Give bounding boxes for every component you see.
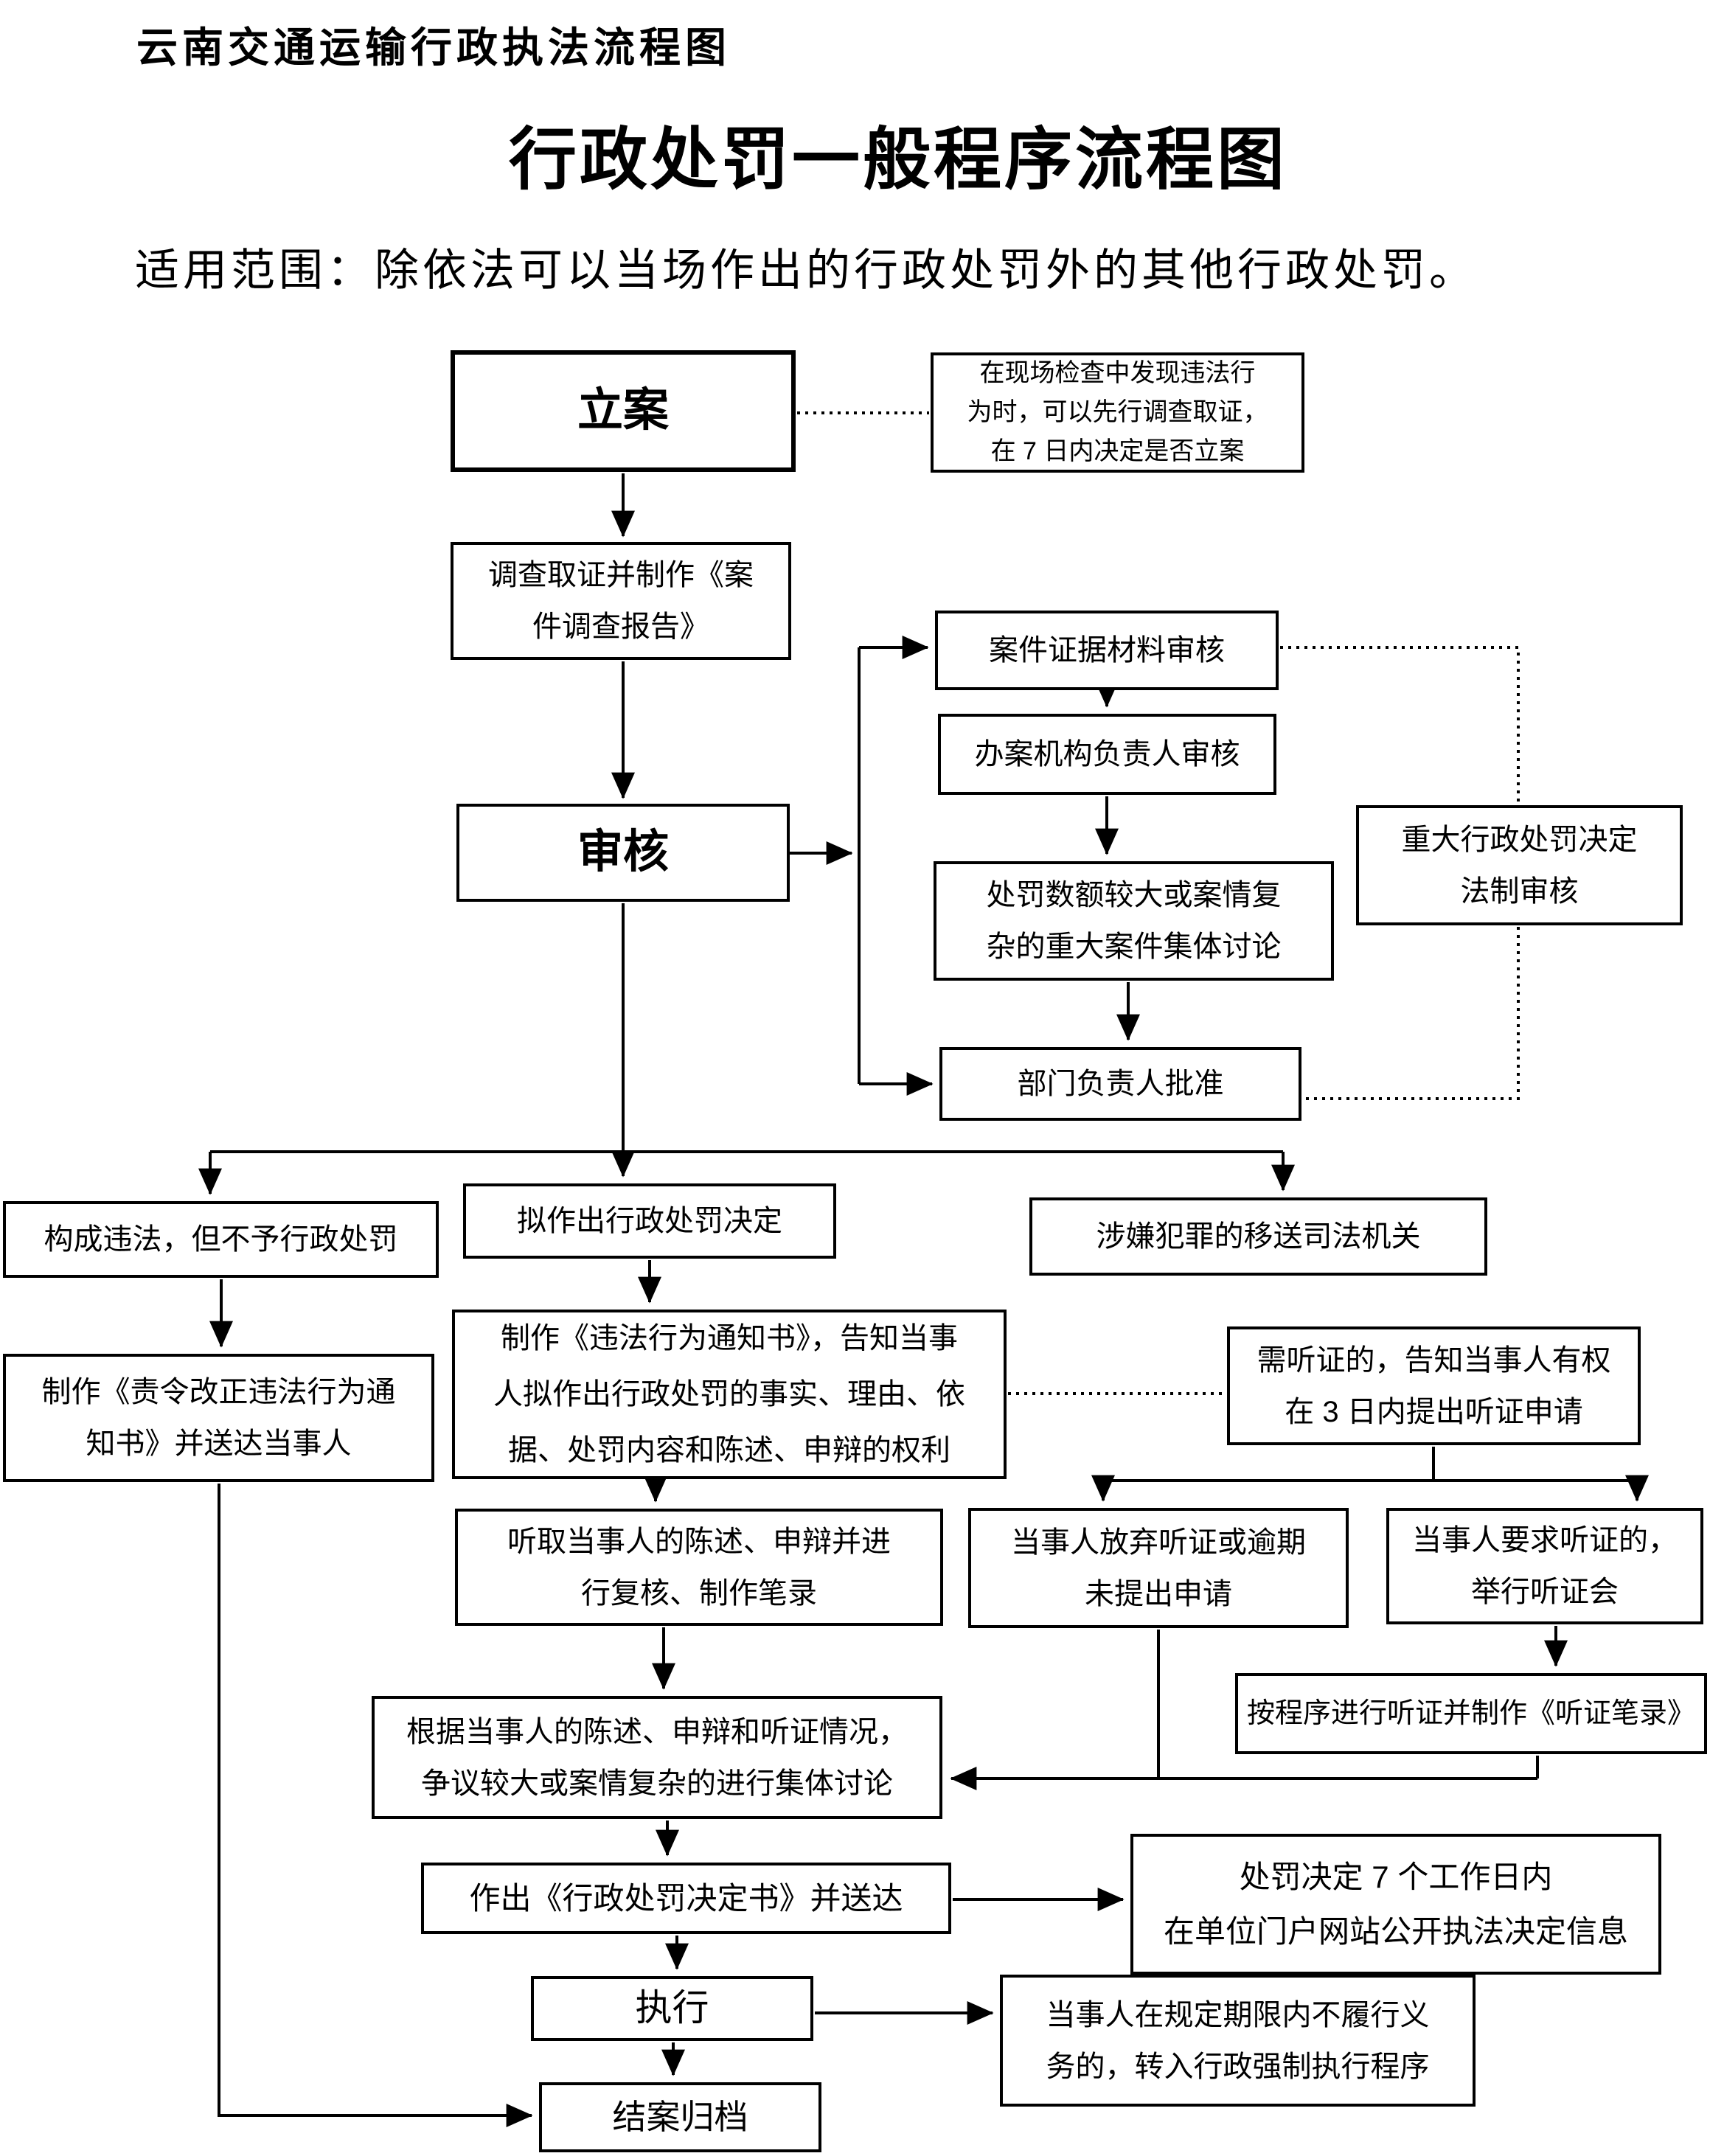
node-close-case-archive: 结案归档	[539, 2082, 821, 2152]
node-request-hearing: 当事人要求听证的， 举行听证会	[1386, 1508, 1703, 1624]
node-evidence-review: 案件证据材料审核	[935, 611, 1279, 690]
dotted-link	[1280, 646, 1520, 802]
node-order-correction-notice: 制作《责令改正违法行为通 知书》并送达当事人	[3, 1354, 434, 1482]
node-legal-review-major-decision: 重大行政处罚决定 法制审核	[1356, 805, 1683, 925]
node-site-inspection-note: 在现场检查中发现违法行 为时，可以先行调查取证， 在 7 日内决定是否立案	[931, 352, 1304, 473]
node-draft-penalty-decision: 拟作出行政处罚决定	[463, 1183, 836, 1259]
node-agency-head-review: 办案机构负责人审核	[938, 714, 1276, 795]
node-collective-discussion-major-case: 处罚数额较大或案情复 杂的重大案件集体讨论	[934, 861, 1334, 981]
dotted-link	[1304, 927, 1520, 1100]
node-transfer-judicial-organ: 涉嫌犯罪的移送司法机关	[1029, 1197, 1487, 1276]
node-conduct-hearing-record: 按程序进行听证并制作《听证笔录》	[1235, 1673, 1707, 1754]
scope-note: 适用范围：除依法可以当场作出的行政处罚外的其他行政处罚。	[135, 246, 1477, 295]
node-hearing-right-notice: 需听证的，告知当事人有权 在 3 日内提出听证申请	[1227, 1326, 1641, 1445]
node-investigate-report: 调查取证并制作《案 件调查报告》	[451, 542, 791, 660]
page-title: 行政处罚一般程序流程图	[509, 122, 1288, 198]
flow-arrow	[218, 1484, 533, 2127]
node-compulsory-enforcement: 当事人在规定期限内不履行义 务的，转入行政强制执行程序	[1000, 1975, 1476, 2107]
node-execute: 执行	[531, 1976, 813, 2041]
node-group-discussion-disputed: 根据当事人的陈述、申辩和听证情况， 争议较大或案情复杂的进行集体讨论	[372, 1696, 942, 1819]
node-make-decision-serve: 作出《行政处罚决定书》并送达	[421, 1863, 951, 1934]
node-publish-decision-online: 处罚决定 7 个工作日内 在单位门户网站公开执法决定信息	[1130, 1834, 1661, 1975]
node-dept-head-approval: 部门负责人批准	[939, 1047, 1301, 1121]
node-review: 审核	[456, 804, 790, 902]
node-listen-statement-defense: 听取当事人的陈述、申辩并进 行复核、制作笔录	[455, 1509, 943, 1626]
node-file-case: 立案	[451, 350, 796, 472]
node-illegal-no-penalty: 构成违法，但不予行政处罚	[3, 1201, 439, 1278]
document-header: 云南交通运输行政执法流程图	[136, 24, 731, 71]
node-illegal-act-notice: 制作《违法行为通知书》，告知当事 人拟作出行政处罚的事实、理由、依 据、处罚内容…	[452, 1310, 1007, 1479]
node-waive-hearing: 当事人放弃听证或逾期 未提出申请	[968, 1508, 1349, 1628]
